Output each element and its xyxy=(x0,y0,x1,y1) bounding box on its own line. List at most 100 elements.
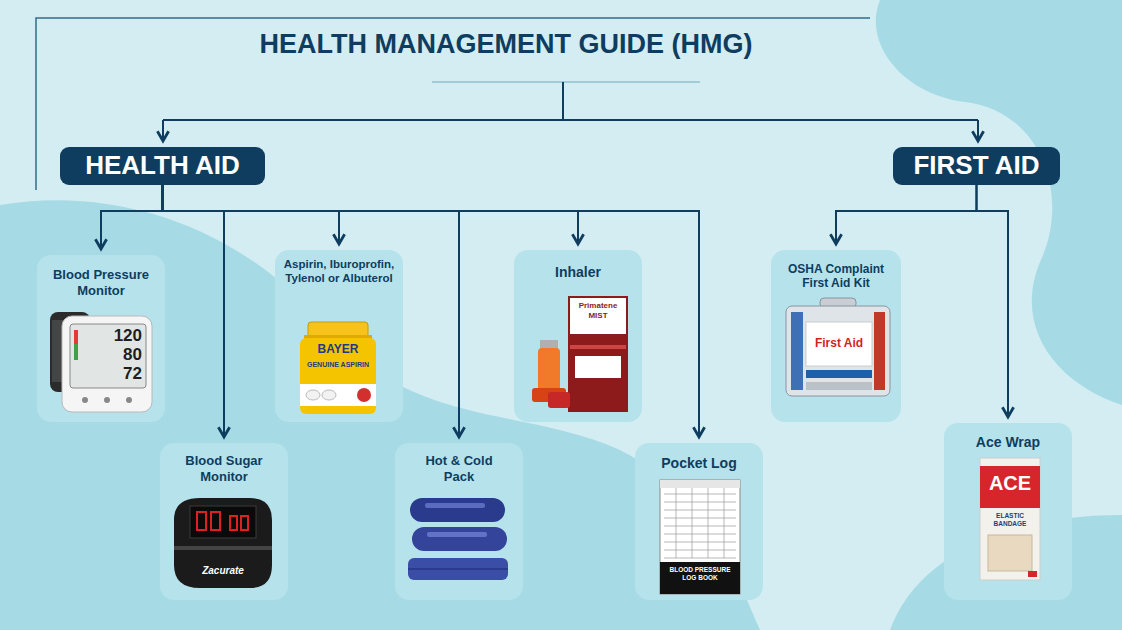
kit-item xyxy=(806,382,872,390)
bandage-sample xyxy=(988,535,1032,571)
bottle-body xyxy=(300,338,376,414)
title-bus xyxy=(163,119,978,121)
device-seam xyxy=(174,546,272,550)
device-body xyxy=(174,498,272,588)
blood-pressure-monitor-illustration xyxy=(50,312,152,412)
card-shape xyxy=(635,443,763,600)
title-arrow xyxy=(977,120,979,141)
card-shape xyxy=(944,423,1072,600)
pill xyxy=(322,390,336,400)
brand-name: BAYER xyxy=(300,342,376,356)
box-panel xyxy=(575,356,621,378)
item-card: Ace Wrap xyxy=(944,423,1072,600)
strap-stitch xyxy=(408,568,508,570)
ace-wrap-illustration xyxy=(980,458,1040,580)
button xyxy=(104,397,110,403)
product-name: ELASTIC BANDAGE xyxy=(982,512,1038,528)
item-heading: Inhaler xyxy=(519,264,637,281)
frame-line xyxy=(36,18,870,190)
kit-item xyxy=(791,312,803,390)
mouthpiece xyxy=(548,392,570,408)
device-screen xyxy=(190,506,256,538)
item-card: Blood Sugar Monitor xyxy=(160,443,288,600)
item-heading: OSHA Complaint First Aid Kit xyxy=(776,262,896,291)
box-stripe xyxy=(570,345,626,349)
product-name: GENUINE ASPIRIN xyxy=(300,360,376,369)
book-cover xyxy=(660,480,740,594)
aspirin-bottle-illustration xyxy=(300,322,376,414)
button xyxy=(126,397,132,403)
brand-name: Zacurate xyxy=(182,565,264,577)
kit-item xyxy=(874,312,885,390)
box-label xyxy=(570,298,626,334)
kit-case xyxy=(786,306,890,396)
pill xyxy=(306,390,320,400)
log-book-illustration xyxy=(660,480,740,594)
item-card: Pocket Log xyxy=(635,443,763,600)
title-rule xyxy=(432,81,700,83)
item-heading: Blood Pressure Monitor xyxy=(42,267,160,298)
category-pill: HEALTH AID xyxy=(60,147,265,185)
first-aid-kit-illustration xyxy=(786,298,890,396)
card-backgrounds xyxy=(37,250,1072,600)
indicator-bar xyxy=(74,330,78,344)
inhaler-illustration xyxy=(532,296,628,412)
item-card: Blood Pressure Monitor xyxy=(37,255,165,422)
category-label: HEALTH AID xyxy=(85,151,240,181)
gel-pack xyxy=(412,527,507,551)
oximeter-illustration xyxy=(174,498,272,588)
item-card: Aspirin, Iburoprofin, Tylenol or Albuter… xyxy=(275,250,403,422)
card-shape xyxy=(160,443,288,600)
logo-mark xyxy=(1028,571,1037,577)
card-shape xyxy=(395,443,523,600)
item-heading: Aspirin, Iburoprofin, Tylenol or Albuter… xyxy=(278,258,400,286)
table-grid xyxy=(664,488,736,558)
connector-arrow xyxy=(163,185,460,437)
diastolic-reading: 80 xyxy=(82,345,142,364)
connector-arrow xyxy=(977,185,1009,417)
item-heading: Pocket Log xyxy=(640,455,758,472)
kit-label: First Aid xyxy=(806,336,872,350)
gel-pack xyxy=(410,498,505,522)
category-label: FIRST AID xyxy=(913,151,1039,181)
connector-arrow xyxy=(163,185,579,244)
card-shape xyxy=(275,250,403,422)
brand-name: Primatene MIST xyxy=(570,301,626,321)
highlight xyxy=(427,532,487,537)
inhaler-box xyxy=(568,296,628,412)
kit-stripe xyxy=(806,370,872,378)
brand-band xyxy=(980,466,1040,508)
badge xyxy=(357,388,371,402)
item-card: Inhaler xyxy=(514,250,642,422)
display-segment xyxy=(230,516,237,530)
connector-arrow xyxy=(163,185,700,437)
monitor-body xyxy=(62,316,152,412)
connector-arrow xyxy=(163,185,225,437)
card-shape xyxy=(37,255,165,422)
bottle-label-band xyxy=(300,384,376,406)
item-heading: Hot & Cold Pack xyxy=(414,453,504,484)
title-arrow xyxy=(162,120,164,141)
title-stem xyxy=(562,82,564,120)
strap xyxy=(408,558,508,580)
ground-blob xyxy=(876,0,1122,405)
highlight xyxy=(425,503,485,508)
display-segment xyxy=(241,516,248,530)
indicator-bar xyxy=(74,344,78,360)
brand-name: ACE xyxy=(980,471,1040,495)
bandage-box xyxy=(980,458,1040,580)
hot-cold-pack-illustration xyxy=(408,498,508,580)
monitor-screen xyxy=(70,324,146,388)
diagram-title: HEALTH MANAGEMENT GUIDE (HMG) xyxy=(145,28,867,60)
connector-arrow xyxy=(101,185,163,249)
systolic-reading: 120 xyxy=(82,326,142,345)
connector-arrow xyxy=(836,185,977,244)
card-shape xyxy=(514,250,642,422)
table-header xyxy=(660,480,740,488)
